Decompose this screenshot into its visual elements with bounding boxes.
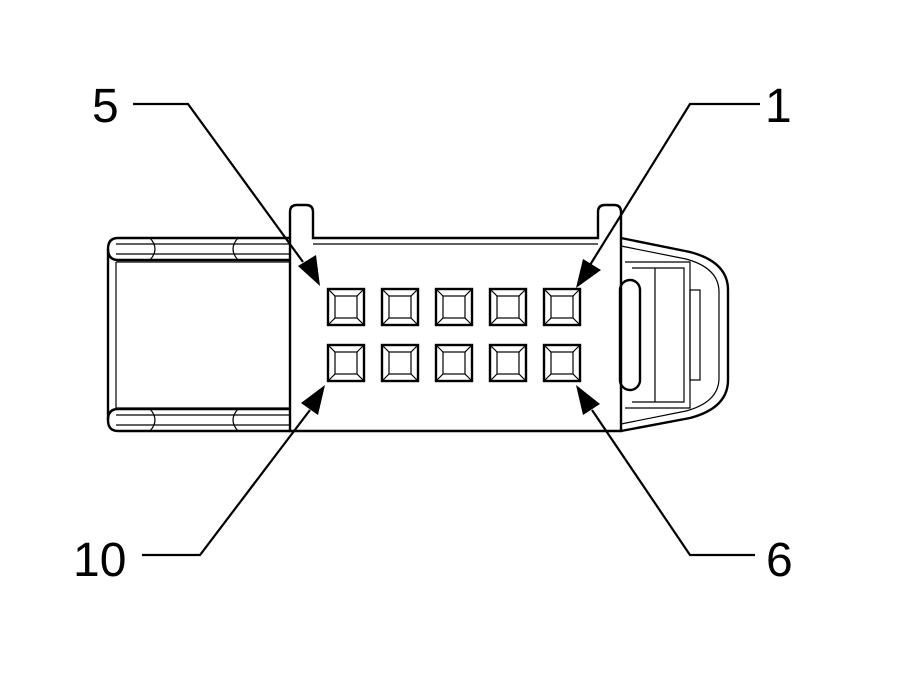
left-rail [106, 236, 290, 433]
pin-cavities [326, 287, 582, 383]
latch [618, 236, 730, 433]
pin-cavity [542, 343, 582, 383]
pin-cavity [326, 343, 366, 383]
arrowhead-pin-5 [298, 255, 320, 286]
arrowhead-pin-10 [301, 385, 325, 415]
arrowhead-pin-6 [576, 385, 600, 415]
pin-cavity [380, 343, 420, 383]
pin-cavity [434, 343, 474, 383]
pin-cavity [326, 287, 366, 327]
pin-cavity [434, 287, 474, 327]
pin-label-1: 1 [765, 80, 792, 133]
pin-label-5: 5 [92, 80, 119, 133]
pin-label-10: 10 [73, 534, 126, 587]
pin-cavity [542, 287, 582, 327]
pin-cavity [488, 343, 528, 383]
leader-lines [133, 102, 760, 557]
arrowhead-pin-1 [576, 259, 601, 288]
pin-cavity [380, 287, 420, 327]
pin-label-6: 6 [766, 534, 793, 587]
pin-cavity [488, 287, 528, 327]
